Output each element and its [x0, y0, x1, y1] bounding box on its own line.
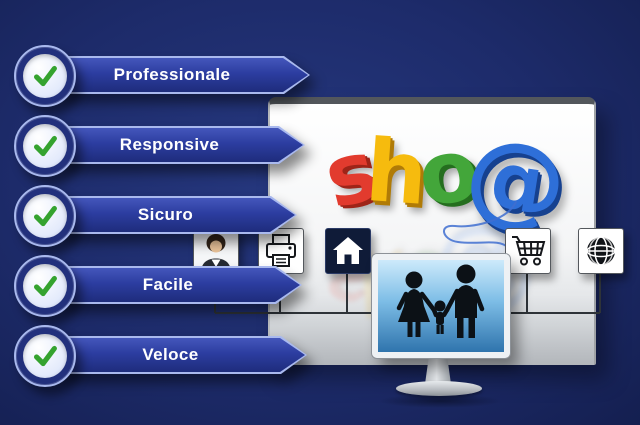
check-icon [33, 205, 57, 227]
monitor-stand-neck [425, 358, 451, 384]
globe-icon [586, 236, 616, 266]
check-badge [14, 45, 76, 107]
check-badge [14, 115, 76, 177]
feature-label: Responsive [119, 135, 220, 154]
check-icon [33, 275, 57, 297]
check-badge [14, 255, 76, 317]
feature-row-sicuro: Sicuro [12, 185, 332, 249]
feature-label: Sicuro [137, 205, 194, 224]
feature-row-veloce: Veloce [12, 325, 332, 389]
printer-icon [266, 234, 296, 267]
check-icon [33, 65, 57, 87]
family-monitor [372, 254, 510, 358]
feature-ribbon: Professionale [60, 56, 310, 94]
ribbon-fill [62, 338, 305, 372]
feature-ribbon: Responsive [60, 126, 305, 164]
globe-tile [578, 228, 624, 274]
floor-shadow [378, 394, 502, 408]
check-icon [33, 345, 57, 367]
shop-letter-at: @ [457, 113, 575, 246]
feature-ribbon: Veloce [60, 336, 307, 374]
ribbon-fill [62, 128, 303, 162]
feature-label: Veloce [142, 345, 199, 364]
home-tile [325, 228, 371, 274]
home-icon [333, 237, 363, 264]
check-icon [33, 135, 57, 157]
monitor-stand-base [396, 381, 482, 396]
check-badge [14, 185, 76, 247]
feature-row-responsive: Responsive [12, 115, 332, 179]
shop-logo: s h o @ [315, 114, 575, 245]
ribbon-fill [62, 58, 308, 92]
feature-ribbon: Facile [60, 266, 302, 304]
feature-row-professionale: Professionale [12, 45, 332, 109]
feature-label: Facile [142, 275, 194, 294]
check-badge [14, 325, 76, 387]
feature-row-facile: Facile [12, 255, 332, 319]
family-icon [396, 264, 485, 338]
feature-ribbon: Sicuro [60, 196, 297, 234]
feature-label: Professionale [113, 65, 231, 84]
ribbon-fill [62, 268, 300, 302]
cart-icon [512, 236, 546, 266]
ribbon-fill [62, 198, 295, 232]
cart-tile [505, 228, 551, 274]
